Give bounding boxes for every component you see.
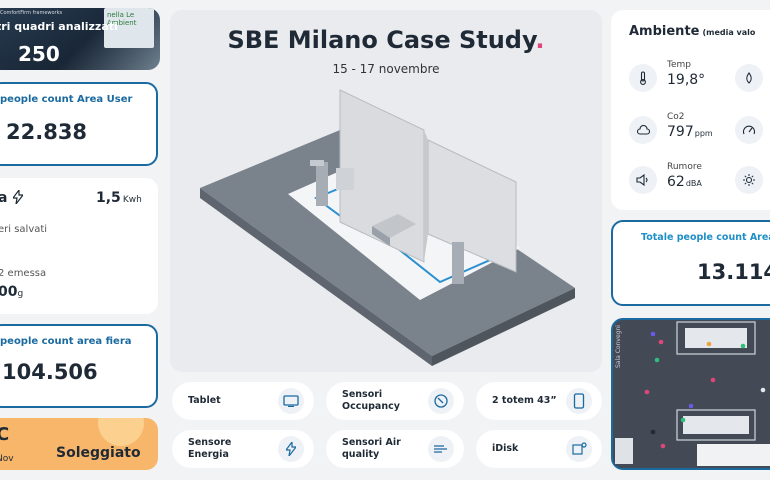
tile-energy-label: Sensore Energia	[188, 437, 232, 460]
floor-map-drawing	[613, 320, 770, 468]
tile-tablet[interactable]: Tablet	[172, 382, 314, 420]
energy-saved-label: eri salvati	[0, 224, 48, 235]
tile-occupancy-sensors[interactable]: Sensori Occupancy	[326, 382, 464, 420]
photo-sign: nella Le Ambient	[104, 8, 154, 48]
tile-tablet-label: Tablet	[188, 395, 221, 406]
booth-illustration	[200, 89, 575, 366]
metric-co2-value: 797ppm	[667, 124, 713, 140]
weather-card: C Nov Soleggiato	[0, 418, 158, 470]
cloud-icon	[629, 116, 657, 144]
photo-caption: tri quadri analizzati	[0, 20, 118, 33]
tile-energy-sensor[interactable]: Sensore Energia	[172, 430, 314, 468]
metric-noise-number: 62	[667, 174, 685, 190]
metric-noise-value: 62dBA	[667, 174, 702, 190]
energy-emitted: 00g	[0, 284, 23, 300]
floor-map-side-label: Sala Convegni	[615, 325, 622, 368]
speaker-icon	[629, 166, 657, 194]
metric-temp-label: Temp	[667, 60, 691, 70]
sun-decoration	[98, 418, 144, 446]
user-count-label: people count Area User	[0, 94, 133, 105]
tile-air-label: Sensori Air quality	[342, 437, 401, 460]
weather-condition: Soleggiato	[56, 445, 141, 461]
fiera-count-label: people count area fiera	[0, 336, 132, 347]
totem-icon	[566, 388, 592, 414]
floor-map[interactable]: Sala Convegni	[611, 318, 770, 470]
ambient-subtitle: (media valo	[702, 28, 756, 37]
area-total-count-card: Totale people count Area 13.114	[611, 220, 770, 306]
analyzed-panels-photo-card: nella Le Ambient ComfortFirm frameworks …	[0, 8, 160, 70]
lightning-icon	[278, 436, 304, 462]
metric-co2-unit: ppm	[694, 129, 713, 138]
ambient-title: Ambiente(media valo	[629, 24, 755, 39]
tile-totem[interactable]: 2 totem 43”	[476, 382, 602, 420]
energy-title: a	[0, 188, 25, 206]
metric-temp-number: 19,8	[667, 72, 699, 88]
tile-occupancy-label: Sensori Occupancy	[342, 389, 400, 412]
tile-air-quality[interactable]: Sensori Air quality	[326, 430, 464, 468]
air-quality-icon	[428, 436, 454, 462]
metric-noise-unit: dBA	[685, 179, 702, 188]
page-title-text: SBE Milano Case Study	[227, 26, 536, 54]
tile-idisk[interactable]: iDisk	[476, 430, 602, 468]
energy-emitted-unit: g	[17, 289, 24, 299]
energy-kwh-value: 1,5	[96, 190, 121, 206]
tablet-icon	[278, 388, 304, 414]
metric-temp: Temp 19,8°	[629, 60, 759, 94]
user-area-count-card: people count Area User 22.838	[0, 82, 158, 166]
metric-co2: Co2 797ppm	[629, 112, 759, 146]
occupancy-sensor-icon	[428, 388, 454, 414]
tile-totem-label: 2 totem 43”	[492, 395, 557, 406]
weather-temp: C	[0, 424, 10, 445]
metric-temp-unit: °	[698, 72, 706, 88]
thermometer-icon	[629, 64, 657, 92]
photo-caption-top: ComfortFirm frameworks	[0, 10, 63, 16]
metric-co2-number: 797	[667, 124, 694, 140]
energy-title-text: a	[0, 190, 8, 206]
energy-kwh-unit: Kwh	[122, 195, 142, 205]
page-title: SBE Milano Case Study.	[170, 26, 602, 54]
user-count-value: 22.838	[6, 120, 88, 144]
idisk-icon	[566, 436, 592, 462]
energy-emitted-label: 2 emessa	[0, 268, 47, 279]
energy-emitted-value: 00	[0, 284, 18, 300]
area-count-label: Totale people count Area	[641, 232, 770, 243]
fiera-area-count-card: people count area fiera 104.506	[0, 324, 158, 408]
title-dot: .	[535, 26, 545, 54]
event-date: 15 - 17 novembre	[332, 62, 440, 76]
fiera-count-value: 104.506	[2, 360, 98, 384]
metric-temp-value: 19,8°	[667, 72, 705, 88]
ambient-title-text: Ambiente	[629, 24, 700, 39]
metric-co2-label: Co2	[667, 112, 685, 122]
metric-noise-label: Rumore	[667, 162, 702, 172]
light-icon	[735, 166, 763, 194]
humidity-icon	[735, 64, 763, 92]
ambient-card: Ambiente(media valo Temp 19,8° Co2 797pp…	[611, 10, 770, 210]
case-study-hero: SBE Milano Case Study. 15 - 17 novembre	[170, 10, 602, 372]
gauge-icon	[735, 116, 763, 144]
metric-noise: Rumore 62dBA	[629, 162, 759, 196]
lightning-icon	[12, 188, 25, 205]
weather-date: Nov	[0, 454, 14, 464]
area-count-value: 13.114	[697, 260, 770, 284]
photo-value: 250	[18, 42, 60, 66]
tile-idisk-label: iDisk	[492, 443, 519, 454]
